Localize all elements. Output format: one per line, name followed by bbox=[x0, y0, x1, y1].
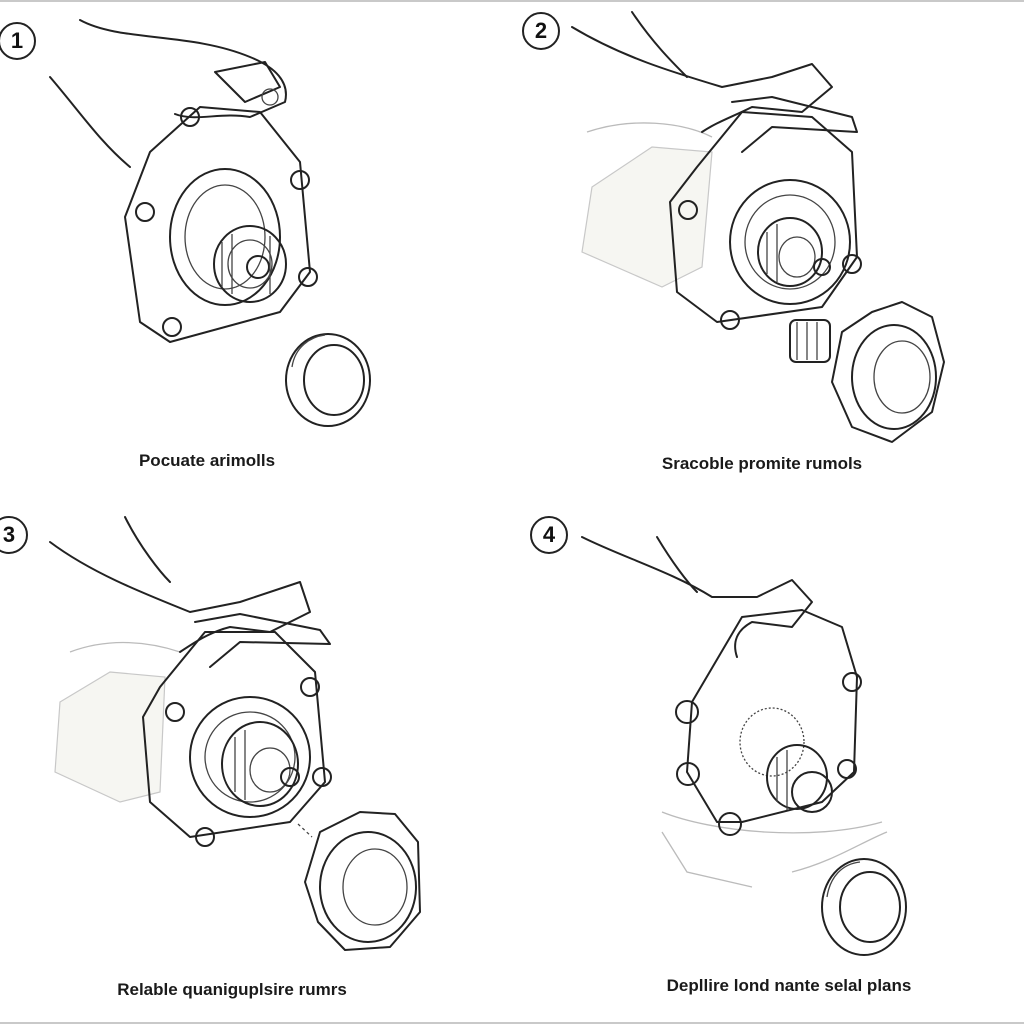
step-caption-1: Pocuate arimolls bbox=[138, 451, 276, 470]
hand-icon bbox=[571, 11, 833, 133]
background-engine-outline bbox=[54, 671, 166, 803]
wheel-bearing-icon bbox=[213, 225, 287, 303]
seal-ring-icon bbox=[285, 333, 371, 427]
wheel-hub-housing-icon bbox=[675, 609, 862, 836]
seal-ring-icon bbox=[789, 301, 945, 443]
hand-icon bbox=[49, 516, 311, 653]
step-1-illustration bbox=[49, 19, 371, 427]
wheel-hub-housing-icon bbox=[142, 613, 332, 847]
hand-icon bbox=[49, 19, 287, 168]
step-number-badge-2: 2 bbox=[522, 12, 560, 50]
seal-ring-icon bbox=[821, 858, 907, 956]
background-engine-outline bbox=[581, 146, 713, 288]
step-panel-1: 1 Pocuate arimolls bbox=[0, 2, 512, 502]
step-panel-4: 4 Depllire lond nante selal plans bbox=[512, 502, 1024, 1002]
wheel-hub-housing-icon bbox=[124, 106, 318, 343]
wheel-hub-housing-icon bbox=[669, 96, 862, 330]
background-outline bbox=[661, 811, 883, 834]
step-number-badge-1: 1 bbox=[0, 22, 36, 60]
wheel-bearing-icon bbox=[221, 721, 300, 807]
hand-icon bbox=[581, 536, 813, 658]
step-panel-3: 3 Relable quaniguplsire rumrs bbox=[0, 502, 512, 1002]
seal-ring-icon bbox=[304, 811, 421, 951]
step-caption-3: Relable quaniguplsire rumrs bbox=[117, 980, 347, 999]
wheel-bearing-icon bbox=[757, 217, 831, 287]
alignment-guide-line bbox=[297, 823, 313, 838]
step-3-illustration bbox=[49, 516, 421, 951]
wheel-bearing-icon bbox=[739, 707, 833, 813]
step-caption-4: Depllire lond nante selal plans bbox=[666, 976, 912, 995]
step-4-illustration bbox=[581, 536, 907, 956]
step-panel-2: 2 Sracoble promite rumols bbox=[512, 2, 1024, 502]
step-number-badge-4: 4 bbox=[530, 516, 568, 554]
step-caption-2: Sracoble promite rumols bbox=[661, 454, 863, 473]
step-2-illustration bbox=[571, 11, 945, 443]
